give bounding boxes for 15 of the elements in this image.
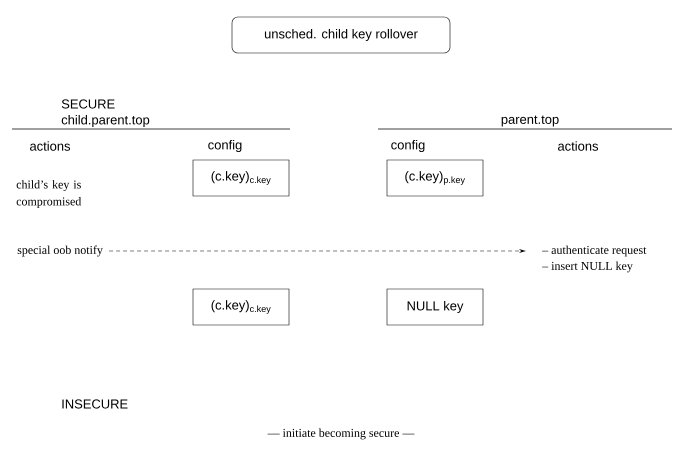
action-text: special oob notify	[18, 246, 103, 256]
note: –– initiate becoming secure ––	[268, 428, 414, 440]
key-box: (c.key)$_{c.key}$	[192, 288, 290, 326]
column-heading: actions	[558, 141, 598, 151]
key-box: NULL key	[386, 288, 484, 326]
zone-label: parent.top	[502, 115, 559, 127]
title-box: unsched. child key rollover	[232, 16, 450, 54]
column-heading: actions	[30, 141, 70, 151]
key-box: (c.key)$_{p.key}$	[386, 160, 484, 196]
section-heading: INSECURE	[62, 399, 128, 409]
note: child’s key is compromised	[16, 180, 82, 208]
action-text: – authenticate request – insert NULL key	[542, 246, 646, 272]
section-heading: SECURE	[62, 99, 115, 109]
zone-label: child.parent.top	[62, 114, 150, 128]
key-box: (c.key)$_{c.key}$	[192, 160, 290, 196]
